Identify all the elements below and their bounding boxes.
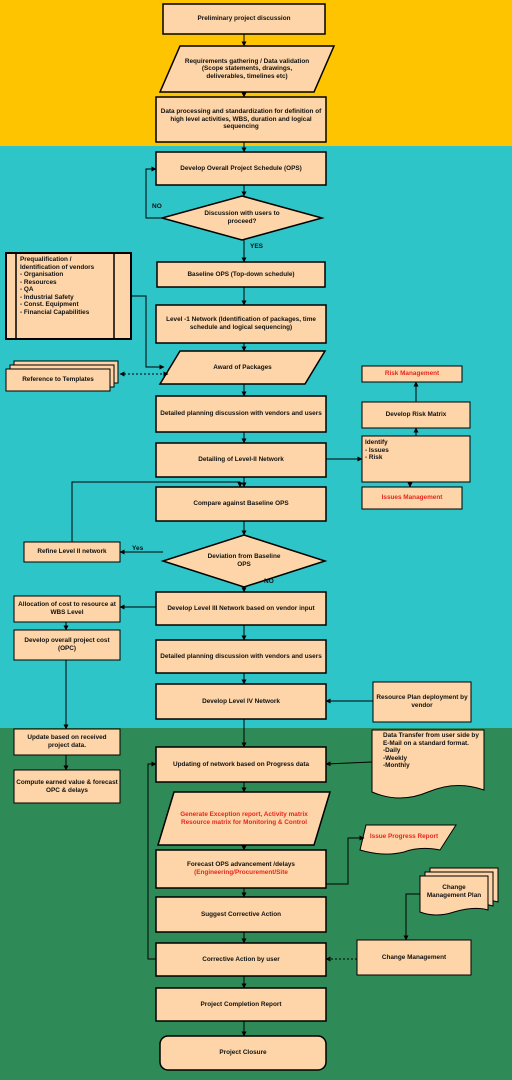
shape-detailed-2: [155, 639, 327, 674]
shape-generate: [156, 791, 332, 846]
shape-resource-plan: [372, 681, 472, 723]
shape-earned-value: [13, 769, 121, 804]
shape-baseline-ops: [156, 261, 326, 288]
shape-data-processing: [155, 96, 327, 143]
shape-level4: [155, 683, 327, 720]
shape-update-data: [13, 728, 121, 756]
edge-datatransfer-updating: [325, 761, 373, 767]
shape-award: [158, 350, 327, 385]
shape-level1: [155, 304, 327, 344]
edge-label-yes-1: YES: [250, 243, 264, 250]
shape-forecast: [155, 849, 327, 889]
edge-label-no-2: NO: [264, 578, 274, 585]
shape-updating-network: [155, 746, 327, 783]
shape-refine: [23, 541, 121, 563]
shape-issue-progress: [359, 824, 457, 855]
shape-compare: [155, 486, 327, 522]
shape-discussion-users: [159, 195, 325, 241]
shape-templates: [5, 368, 111, 392]
shape-corrective-user: [155, 942, 327, 977]
shape-allocation: [13, 595, 121, 623]
shape-change-mgmt: [356, 939, 472, 976]
edge-cuser-updating: [147, 761, 157, 960]
edge-label-yes-2: Yes: [132, 545, 144, 552]
shape-develop-ops: [155, 151, 327, 186]
shape-detailed-1: [155, 395, 327, 433]
shape-identify: [361, 435, 471, 483]
shape-risk-matrix: [361, 401, 471, 429]
shape-issues-mgmt: [361, 486, 463, 510]
edge-plan-change: [403, 893, 420, 941]
edge-disc-no: [145, 166, 162, 219]
shape-data-transfer: [371, 729, 485, 799]
shape-change-plan: [419, 875, 489, 916]
edge-refine-compare: [71, 481, 243, 542]
shape-risk-mgmt: [361, 365, 463, 383]
shape-opc: [13, 629, 121, 661]
shape-corrective: [155, 896, 327, 933]
shape-completion: [155, 987, 327, 1022]
shape-requirements: [158, 45, 336, 93]
shape-prequal: [5, 252, 132, 340]
edge-prequal-award: [131, 295, 165, 370]
shape-preliminary: [162, 3, 326, 35]
edge-label-no-1: NO: [152, 203, 162, 210]
shape-closure: [159, 1035, 327, 1071]
edge-forecast-issue: [326, 835, 365, 885]
shape-level3: [155, 591, 327, 626]
shape-level2: [155, 442, 327, 478]
